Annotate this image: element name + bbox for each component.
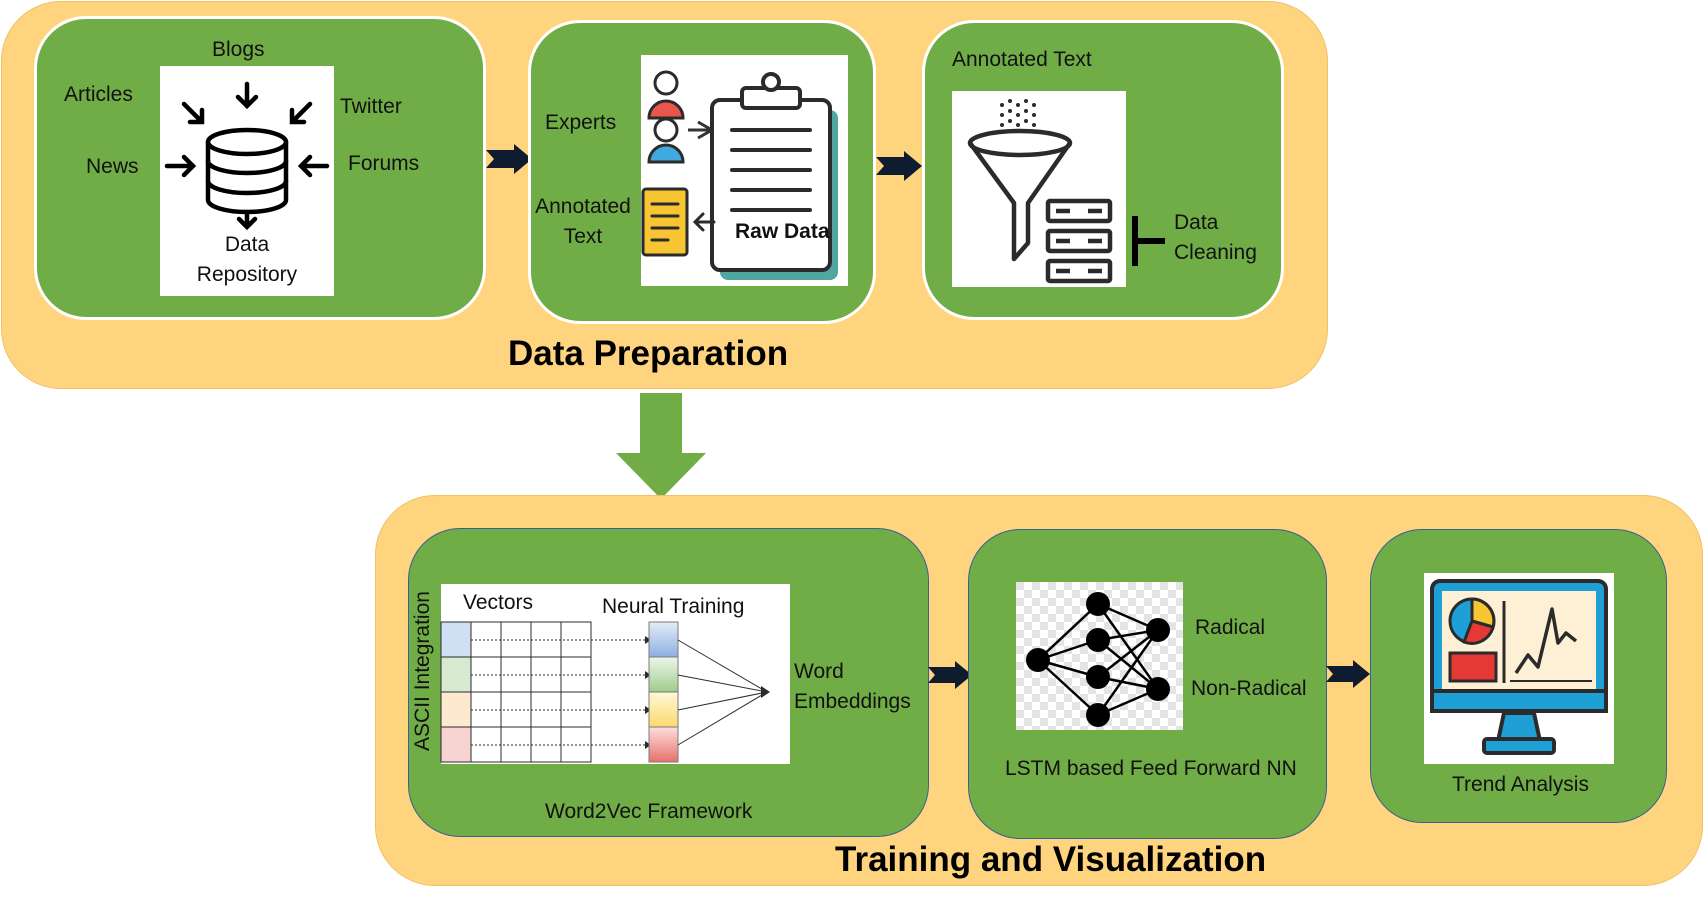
source-news-label: News (86, 155, 139, 178)
raw-data-label: Raw Data (735, 220, 830, 243)
training-visualization-title: Training and Visualization (835, 840, 1267, 879)
arrow-down-icon (616, 393, 706, 499)
neural-network-icon (1016, 582, 1183, 730)
lstm-model-label: LSTM based Feed Forward NN (1005, 757, 1297, 780)
experts-icon (647, 70, 685, 164)
data-preparation-title: Data Preparation (508, 334, 789, 373)
source-forums-label: Forums (348, 152, 420, 175)
source-articles-label: Articles (64, 83, 133, 106)
data-cleaning-label: Data Cleaning (1174, 208, 1257, 268)
bracket-icon (1132, 216, 1165, 266)
database-icon (164, 81, 330, 231)
annotated-text-line1: Annotated (535, 195, 631, 218)
filter-funnel-icon (967, 99, 1113, 284)
neural-training-label: Neural Training (602, 595, 745, 618)
arrow-right-icon (928, 661, 972, 689)
word2vec-framework-label: Word2Vec Framework (545, 800, 753, 823)
arrow-right-icon (486, 144, 532, 174)
radical-label: Radical (1195, 616, 1266, 639)
data-repository-line2: Repository (196, 263, 298, 286)
data-repository-label: Data Repository (160, 230, 334, 290)
annotated-document-icon (641, 187, 716, 257)
vectors-label: Vectors (463, 591, 534, 614)
source-twitter-label: Twitter (340, 95, 402, 118)
source-blogs-label: Blogs (212, 38, 265, 61)
data-repository-line1: Data (224, 233, 270, 256)
annotated-text-label: Annotated Text (528, 192, 638, 252)
word-embeddings-label: Word Embeddings (794, 657, 911, 717)
ascii-integration-label: ASCII Integration (411, 591, 434, 751)
annotated-text-heading: Annotated Text (952, 48, 1092, 71)
arrow-right-icon (1326, 660, 1370, 688)
data-cleaning-line2: Cleaning (1174, 241, 1257, 264)
non-radical-label: Non-Radical (1191, 677, 1307, 700)
monitor-dashboard-icon (1430, 579, 1608, 755)
clipboard-icon (688, 72, 838, 280)
word-embeddings-line1: Word (794, 660, 844, 683)
experts-label: Experts (545, 111, 617, 134)
word-embeddings-line2: Embeddings (794, 690, 911, 713)
data-cleaning-line1: Data (1174, 211, 1219, 234)
annotated-text-line2: Text (563, 225, 603, 248)
arrow-right-icon (876, 151, 922, 181)
trend-analysis-label: Trend Analysis (1452, 773, 1589, 796)
word2vec-diagram (440, 621, 770, 763)
